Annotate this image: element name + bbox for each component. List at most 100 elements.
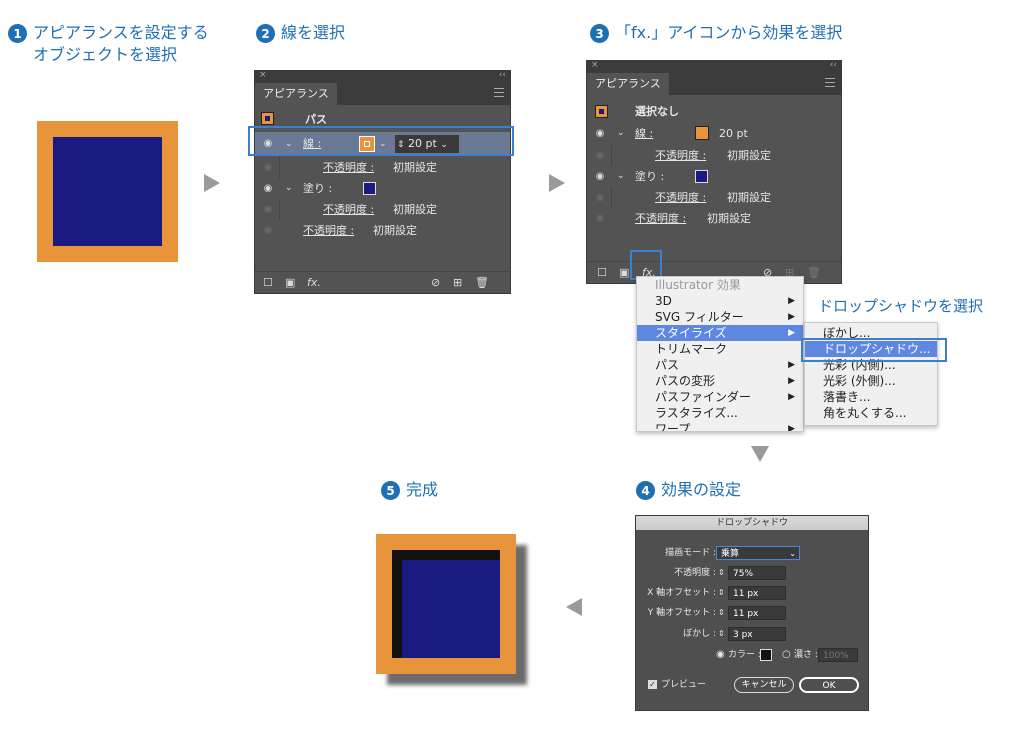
menu-item-trim-marks[interactable]: トリムマーク [637,341,803,357]
menu-item-path[interactable]: パス▶ [637,357,803,373]
menu-item-warp[interactable]: ワープ▶ [637,421,803,432]
stroke-row[interactable]: ◉ ⌄ 線 : 20 pt [587,123,841,144]
stroke-opacity-row[interactable]: ◉ 不透明度 : 初期設定 [587,145,841,166]
opacity-input[interactable]: 75% [728,566,786,580]
trash-icon[interactable]: 🗑 [475,276,489,289]
visibility-eye-icon[interactable]: ◉ [263,204,273,215]
submenu-arrow-icon: ▶ [788,424,795,432]
close-icon[interactable]: × [591,60,599,70]
submenu-item-drop-shadow[interactable]: ドロップシャドウ... [805,341,937,357]
add-stroke-icon[interactable]: ☐ [263,276,273,289]
blur-input[interactable]: 3 px [728,627,786,641]
close-icon[interactable]: × [259,70,267,80]
add-fill-icon[interactable]: ▣ [619,266,630,279]
stepper-icon[interactable]: ⇕ [718,588,725,597]
object-row[interactable]: 選択なし [587,101,841,122]
preview-row: ✓ プレビュー [636,678,870,692]
step4-label: 効果の設定 [661,480,742,499]
stroke-opacity-label[interactable]: 不透明度 : [655,149,707,162]
step3-title: 3 「fx.」アイコンから効果を選択 [590,22,842,44]
object-opacity-label[interactable]: 不透明度 : [303,224,355,237]
clear-appearance-icon[interactable]: ⊘ [763,266,773,279]
collapse-icon[interactable]: ‹‹ [829,60,837,70]
menu-item-svg-filter[interactable]: SVG フィルター▶ [637,309,803,325]
menu-item-rasterize[interactable]: ラスタライズ... [637,405,803,421]
visibility-eye-icon[interactable]: ◉ [595,213,605,224]
color-radio[interactable]: ◉ [716,649,725,660]
visibility-eye-icon[interactable]: ◉ [263,162,273,173]
visibility-eye-icon[interactable]: ◉ [595,171,605,182]
stepper-icon[interactable]: ⇕ [718,608,725,617]
fill-color-swatch[interactable] [363,182,376,195]
chevron-down-icon[interactable]: ⌄ [379,139,387,149]
trash-icon[interactable]: 🗑 [807,266,821,279]
add-stroke-icon[interactable]: ☐ [597,266,607,279]
fill-color-swatch[interactable] [695,170,708,183]
fx-button[interactable]: fx. [307,276,321,289]
stroke-color-swatch[interactable] [695,126,709,140]
add-fill-icon[interactable]: ▣ [285,276,296,289]
visibility-eye-icon[interactable]: ◉ [263,138,273,149]
submenu-item-scribble[interactable]: 落書き... [823,390,871,404]
visibility-eye-icon[interactable]: ◉ [595,192,605,203]
menu-item-stylize[interactable]: スタイライズ▶ [637,325,803,341]
fx-button[interactable]: fx. [642,266,656,279]
fill-opacity-row[interactable]: ◉ 不透明度 : 初期設定 [255,199,510,220]
chevron-down-icon[interactable]: ⌄ [440,140,448,150]
object-opacity-row[interactable]: ◉ 不透明度 : 初期設定 [255,220,510,241]
clear-appearance-icon[interactable]: ⊘ [431,276,441,289]
result-object [376,534,516,674]
menu-item-pathfinder[interactable]: パスファインダー▶ [637,389,803,405]
darkness-radio[interactable]: ○ [782,649,791,660]
submenu-item-feather[interactable]: ぼかし... [823,326,871,340]
preview-checkbox[interactable]: ✓ [648,680,657,689]
chevron-down-icon[interactable]: ⌄ [617,171,625,181]
visibility-eye-icon[interactable]: ◉ [595,150,605,161]
stroke-color-swatch[interactable] [359,136,375,152]
stepper-icon[interactable]: ⇕ [718,568,725,577]
chevron-down-icon[interactable]: ⌄ [285,139,293,149]
duplicate-item-icon[interactable]: ⊞ [453,276,463,289]
x-offset-input[interactable]: 11 px [728,586,786,600]
shadow-color-swatch[interactable] [760,649,772,661]
stroke-opacity-row[interactable]: ◉ 不透明度 : 初期設定 [255,157,510,178]
fill-opacity-label[interactable]: 不透明度 : [323,203,375,216]
visibility-eye-icon[interactable]: ◉ [263,225,273,236]
stepper-icon[interactable]: ⇕ [397,140,405,150]
stroke-weight-field[interactable]: ⇕ 20 pt ⌄ [395,135,459,153]
stepper-icon[interactable]: ⇕ [718,629,725,638]
visibility-eye-icon[interactable]: ◉ [263,183,273,194]
panel-menu-icon[interactable] [494,88,504,98]
collapse-icon[interactable]: ‹‹ [498,70,506,80]
chevron-down-icon[interactable]: ⌄ [617,128,625,138]
ok-button[interactable]: OK [799,677,859,693]
tab-appearance[interactable]: アピアランス [587,73,669,95]
object-row[interactable]: パス [255,109,510,130]
duplicate-item-icon[interactable]: ⊞ [785,266,795,279]
mode-select[interactable]: 乗算 ⌄ [716,546,800,560]
menu-item-distort-transform[interactable]: パスの変形▶ [637,373,803,389]
object-opacity-row[interactable]: ◉ 不透明度 : 初期設定 [587,208,841,229]
tab-appearance[interactable]: アピアランス [255,83,337,105]
visibility-eye-icon[interactable]: ◉ [595,128,605,139]
fill-opacity-label[interactable]: 不透明度 : [655,191,707,204]
fill-row[interactable]: ◉ ⌄ 塗り : [587,166,841,187]
menu-item-3d[interactable]: 3D▶ [637,293,803,309]
step1-number: 1 [8,24,27,43]
panel-menu-icon[interactable] [825,78,835,88]
fill-row[interactable]: ◉ ⌄ 塗り : [255,178,510,199]
fill-opacity-value: 初期設定 [393,203,437,216]
menu-header: Illustrator 効果 [655,278,741,292]
step2-title: 2 線を選択 [256,22,345,44]
chevron-down-icon[interactable]: ⌄ [285,183,293,193]
stroke-opacity-label[interactable]: 不透明度 : [323,161,375,174]
y-offset-input[interactable]: 11 px [728,606,786,620]
submenu-item-outer-glow[interactable]: 光彩 (外側)... [823,374,896,388]
object-opacity-label[interactable]: 不透明度 : [635,212,687,225]
stroke-row[interactable]: ◉ ⌄ 線 : ⌄ ⇕ 20 pt ⌄ [255,132,510,156]
darkness-input[interactable]: 100% [818,648,858,662]
submenu-item-round-corners[interactable]: 角を丸くする... [823,406,907,420]
cancel-button[interactable]: キャンセル [734,677,794,693]
fill-opacity-row[interactable]: ◉ 不透明度 : 初期設定 [587,187,841,208]
object-label: 選択なし [635,105,679,118]
